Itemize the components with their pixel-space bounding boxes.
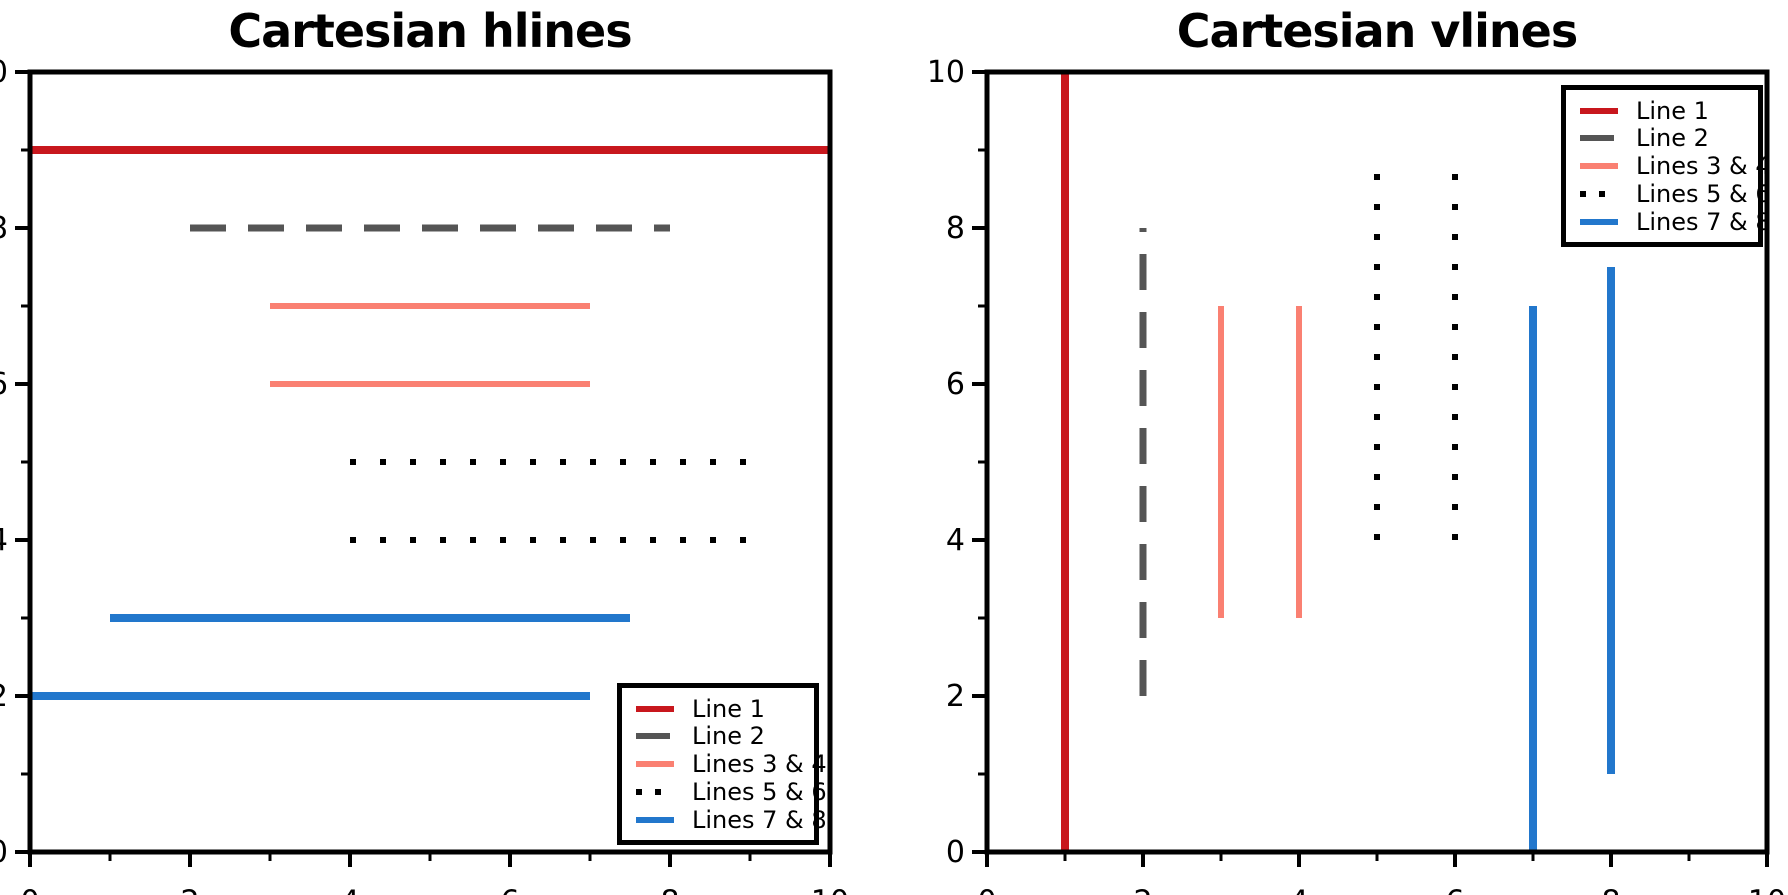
y-tick-label: 0: [0, 835, 8, 870]
legend-entry: Lines 3 & 4: [1580, 152, 1771, 180]
x-tick-label: 6: [500, 885, 519, 895]
x-tick-label: 8: [660, 885, 679, 895]
legend-entry: Lines 3 & 4: [636, 750, 827, 778]
legend-label: Lines 7 & 8: [692, 805, 827, 834]
legend-label: Line 2: [1636, 124, 1709, 153]
legend-entry: Line 2: [636, 722, 806, 751]
legend-label: Lines 7 & 8: [1636, 207, 1771, 236]
legend-label: Lines 3 & 4: [1636, 152, 1771, 180]
y-tick-label: 6: [0, 367, 8, 402]
y-tick-label: 4: [0, 523, 8, 558]
legend-label: Line 2: [692, 722, 765, 751]
legend-entry: Lines 5 & 6: [1580, 180, 1771, 208]
y-tick-label: 2: [946, 679, 965, 714]
axes-spines: [27, 69, 833, 855]
legend-line-sample: [636, 733, 680, 740]
hlines-chart: Cartesian hlines 0 2 4 6 8 10 0 2 4 6 8 10 Line 1 L…: [0, 0, 880, 895]
legend-line-sample: [1580, 218, 1624, 225]
legend-line-sample: [1580, 135, 1624, 142]
legend-line-sample: [1580, 163, 1624, 169]
x-tick-label: 0: [977, 885, 996, 895]
legend-label: Line 1: [1636, 96, 1709, 125]
axes-spines: [984, 69, 1770, 855]
hlines-plot-area: 0 2 4 6 8 10 0 2 4 6 8 10: [0, 55, 849, 895]
legend-entry: Lines 5 & 6: [636, 778, 827, 806]
legend-label: Lines 5 & 6: [692, 777, 827, 806]
y-tick-label: 10: [0, 55, 8, 90]
x-tick-label: 0: [20, 885, 39, 895]
legend-label: Line 1: [692, 694, 765, 723]
legend-entry: Line 2: [1580, 124, 1750, 153]
y-tick-label: 8: [0, 211, 8, 246]
chart-title-vlines: Cartesian vlines: [1176, 4, 1578, 58]
x-tick-label: 6: [1445, 885, 1464, 895]
y-tick-label: 4: [946, 523, 965, 558]
x-tick-label: 8: [1601, 885, 1620, 895]
y-tick-label: 6: [946, 367, 965, 402]
x-tick-label: 10: [1748, 885, 1786, 895]
x-tick-label: 10: [811, 885, 849, 895]
legend-line-sample: [1580, 190, 1624, 197]
y-tick-label: 2: [0, 679, 8, 714]
legend-entry: Lines 7 & 8: [1580, 208, 1771, 236]
y-tick-label: 0: [946, 835, 965, 870]
legend-line-sample: [636, 788, 680, 795]
vlines-plot-area: 0 2 4 6 8 10 0 2 4 6 8 10: [927, 55, 1786, 895]
x-tick-label: 2: [180, 885, 199, 895]
legend-entry: Line 1: [1580, 96, 1750, 125]
y-tick-label: 10: [927, 55, 965, 90]
chart-title-hlines: Cartesian hlines: [228, 4, 632, 58]
x-tick-label: 2: [1133, 885, 1152, 895]
legend-label: Lines 3 & 4: [692, 750, 827, 778]
legend-label: Lines 5 & 6: [1636, 179, 1771, 208]
x-tick-label: 4: [340, 885, 359, 895]
y-tick-label: 8: [946, 211, 965, 246]
legend-line-sample: [636, 816, 680, 823]
legend-box-vlines: Line 1 Line 2 Lines 3 & 4 Lines 5 & 6 Li…: [1561, 85, 1771, 247]
legend-box-hlines: Line 1 Line 2 Lines 3 & 4 Lines 5 & 6 Li…: [617, 683, 827, 845]
legend-line-sample: [636, 705, 680, 712]
legend-line-sample: [1580, 107, 1624, 114]
vlines-chart: Cartesian vlines 0 2 4 6 8 10 0 2 4 6 8 10 Line 1 L…: [880, 0, 1788, 895]
legend-entry: Lines 7 & 8: [636, 806, 827, 834]
legend-entry: Line 1: [636, 694, 806, 723]
x-tick-label: 4: [1289, 885, 1308, 895]
legend-line-sample: [636, 761, 680, 767]
